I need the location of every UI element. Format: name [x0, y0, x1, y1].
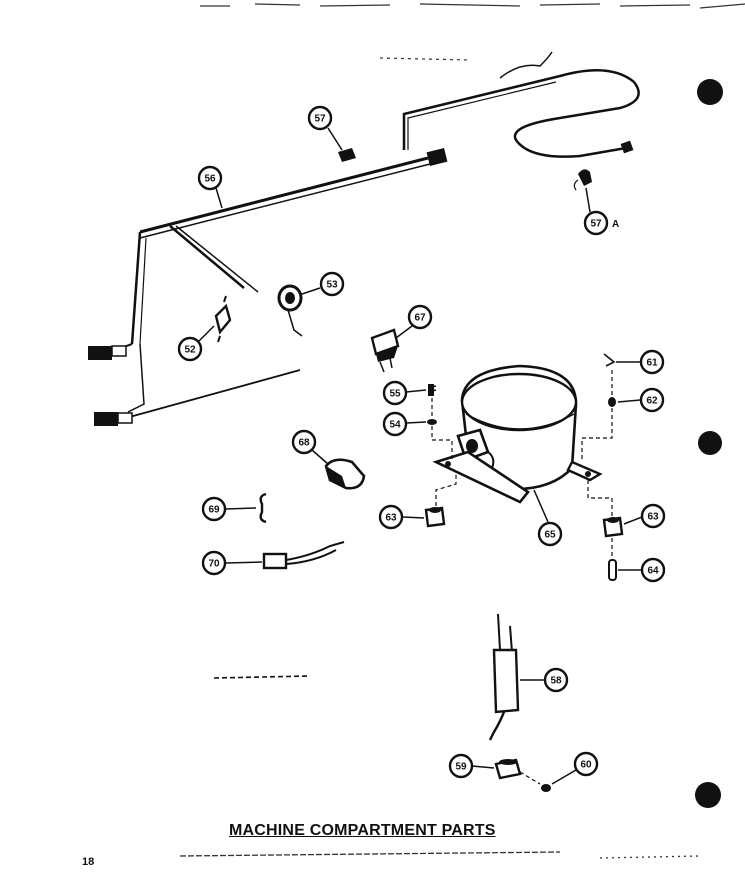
- scan-noise-top: [200, 3, 745, 61]
- svg-text:67: 67: [414, 313, 426, 324]
- cover-part: [324, 458, 366, 490]
- clip-part: [338, 148, 356, 162]
- callout-56: 56: [197, 165, 223, 209]
- svg-text:55: 55: [389, 389, 401, 400]
- harness-plug-top: [426, 148, 448, 166]
- svg-text:62: 62: [646, 396, 658, 407]
- svg-text:53: 53: [326, 280, 338, 291]
- callout-60: 60: [551, 751, 599, 785]
- screw-bottom-part: [519, 771, 551, 792]
- scan-mark-dashed: [213, 675, 311, 679]
- clip-right-part: [603, 353, 616, 367]
- callout-57: 57: [307, 105, 343, 151]
- callout-68: 68: [291, 429, 329, 465]
- disc-part: [277, 284, 303, 337]
- cord-end-plug: [620, 140, 634, 154]
- svg-text:64: 64: [647, 566, 659, 577]
- callout-63-left: 63: [378, 504, 425, 530]
- callout-63-right: 63: [623, 503, 666, 529]
- callout-58: 58: [520, 667, 569, 693]
- svg-text:54: 54: [389, 420, 401, 431]
- svg-text:61: 61: [646, 358, 658, 369]
- svg-text:52: 52: [184, 345, 196, 356]
- spring-clip-part: [259, 492, 267, 524]
- callout-57a: 57 A: [583, 187, 619, 236]
- svg-text:69: 69: [208, 505, 220, 516]
- grommet-left: [424, 506, 446, 528]
- harness-plug-left-upper: [88, 346, 112, 360]
- grommet-right: [602, 516, 624, 538]
- binder-hole-top: [697, 79, 723, 105]
- svg-text:57: 57: [590, 219, 602, 230]
- terminal-part: [573, 169, 592, 191]
- callout-59: 59: [448, 753, 495, 779]
- binder-hole-middle: [698, 431, 722, 455]
- relay-part: [370, 328, 400, 373]
- cord-connector-part: [262, 541, 345, 570]
- svg-text:A: A: [612, 219, 619, 230]
- svg-text:70: 70: [208, 559, 220, 570]
- svg-text:57: 57: [314, 114, 326, 125]
- svg-text:60: 60: [580, 760, 592, 771]
- switch-part: [214, 295, 232, 343]
- nut-bottom-part: [494, 758, 522, 780]
- capillary-part: [488, 613, 520, 741]
- callout-52: 52: [177, 325, 215, 362]
- scan-noise-bottom: [179, 851, 701, 859]
- svg-text:63: 63: [647, 512, 659, 523]
- compressor: [432, 364, 603, 504]
- callout-53: 53: [301, 271, 345, 297]
- callout-64: 64: [618, 557, 666, 583]
- sleeve-part: [608, 559, 617, 581]
- bolt-part: [427, 384, 437, 396]
- callout-61: 61: [616, 349, 665, 375]
- svg-text:56: 56: [204, 174, 216, 185]
- svg-text:65: 65: [544, 530, 556, 541]
- page-title: MACHINE COMPARTMENT PARTS: [229, 822, 496, 839]
- page-number: 18: [82, 856, 95, 868]
- svg-text:63: 63: [385, 513, 397, 524]
- callout-67: 67: [395, 304, 433, 339]
- binder-holes: [695, 79, 723, 808]
- callout-62: 62: [617, 387, 665, 413]
- callout-65: 65: [533, 489, 563, 547]
- nut-right-part: [608, 397, 616, 407]
- harness-plug-left-lower: [94, 412, 118, 426]
- callout-69: 69: [201, 496, 257, 522]
- callout-70: 70: [201, 550, 263, 576]
- wiring-harness: [88, 51, 640, 426]
- callout-55: 55: [382, 380, 427, 406]
- callout-54: 54: [382, 411, 427, 437]
- svg-text:68: 68: [298, 438, 310, 449]
- binder-hole-bottom: [695, 782, 721, 808]
- svg-text:59: 59: [455, 762, 467, 773]
- svg-text:58: 58: [550, 676, 562, 687]
